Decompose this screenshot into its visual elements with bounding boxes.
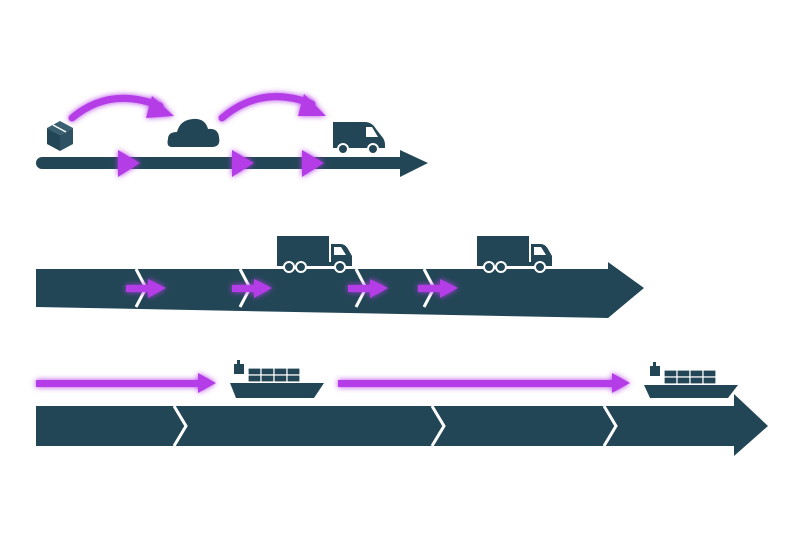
cloud-icon (167, 118, 220, 147)
row-1-curved-arrow-2 (218, 93, 316, 122)
row-2-accent-arrow-1 (126, 279, 166, 298)
row-1-chevron-2 (232, 150, 254, 177)
row-3-track (36, 406, 736, 446)
row-1-parcel-flow (36, 93, 428, 177)
row-1-track-arrowhead (400, 150, 428, 177)
row-1-curved-arrow-1 (68, 94, 164, 122)
row-2-accent-arrow-2 (232, 279, 272, 298)
row-3-accent-arrow-1 (36, 373, 216, 393)
row-2-accent-arrow-4 (418, 279, 458, 298)
row-2-truck-flow (36, 236, 644, 318)
row-2-accent-arrow-3 (348, 279, 388, 298)
row-1-track (36, 157, 408, 169)
box-truck-icon (277, 236, 352, 273)
container-ship-icon (644, 362, 738, 398)
row-1-curved-arrowhead-1 (146, 96, 174, 118)
delivery-van-icon (333, 122, 385, 155)
package-box-icon (47, 121, 73, 151)
row-3-accent-arrow-2 (338, 373, 630, 393)
row-3-track-arrowhead (734, 394, 768, 456)
row-1-chevron-3 (302, 150, 324, 177)
container-ship-icon (230, 360, 324, 398)
row-1-curved-arrowhead-2 (298, 94, 326, 116)
row-3-ship-flow (36, 360, 768, 456)
row-1-chevron-1 (118, 150, 140, 177)
box-truck-icon (477, 236, 552, 273)
row-2-accent-arrows (126, 279, 458, 298)
row-3-separators (172, 405, 618, 447)
